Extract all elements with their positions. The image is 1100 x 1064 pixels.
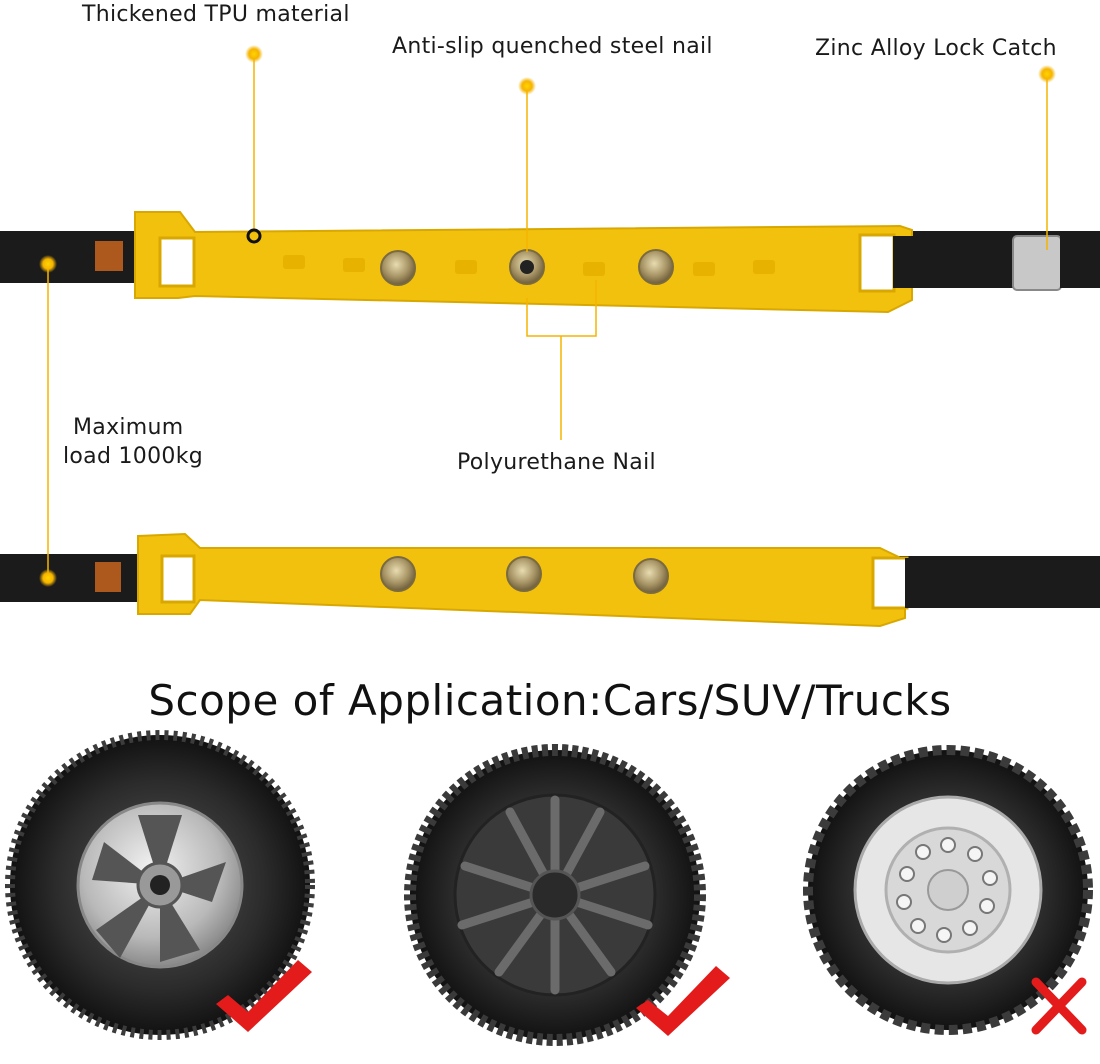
- label-tpu: Thickened TPU material: [82, 2, 350, 27]
- check-icon: [636, 966, 730, 1036]
- strap-top: [0, 211, 1100, 314]
- callout-dot: [1038, 65, 1056, 83]
- buckle-slot-right: [858, 233, 896, 293]
- steel-nail: [638, 249, 674, 285]
- lock-catch: [1012, 235, 1062, 291]
- label-polyurethane-nail: Polyurethane Nail: [457, 450, 656, 475]
- suv-tire-illustration: [404, 744, 706, 1046]
- callout-dot: [39, 255, 57, 273]
- callout-dot: [39, 569, 57, 587]
- callout-dot: [245, 45, 263, 63]
- label-max-load-line2: load 1000kg: [63, 444, 204, 469]
- strap-bottom: [0, 532, 1100, 628]
- steel-nail: [380, 250, 416, 286]
- label-steel-nail: Anti-slip quenched steel nail: [392, 34, 713, 59]
- label-max-load-line1: Maximum: [73, 415, 184, 440]
- check-icon: [216, 960, 312, 1032]
- callout-dot: [518, 77, 536, 95]
- cross-icon: [1031, 977, 1087, 1035]
- scope-heading: Scope of Application:Cars/SUV/Trucks: [148, 676, 952, 725]
- callout-marker: [246, 228, 262, 244]
- truck-tire-illustration: [803, 745, 1093, 1035]
- buckle-slot-left: [158, 236, 196, 288]
- label-lock-catch: Zinc Alloy Lock Catch: [815, 36, 1057, 61]
- callout-lines: [47, 54, 1048, 578]
- car-tire-illustration: [5, 730, 315, 1040]
